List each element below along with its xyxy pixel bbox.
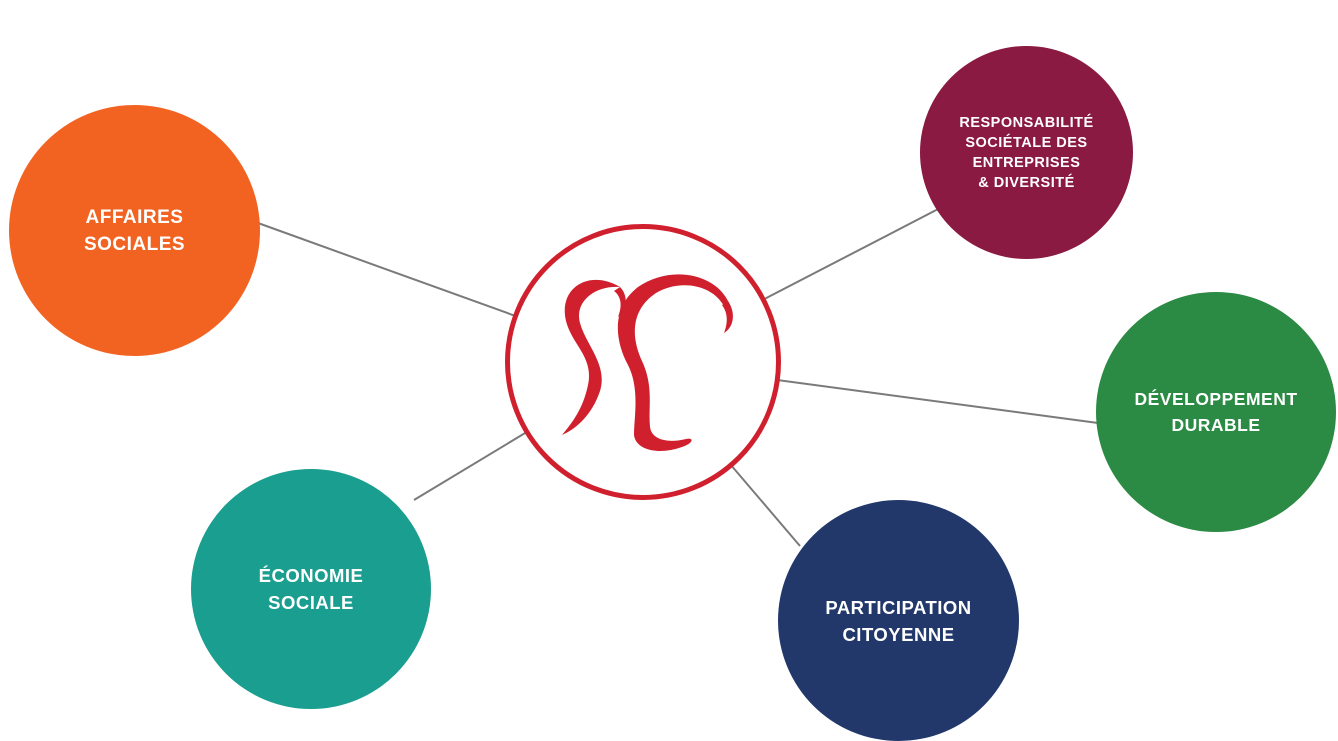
node-participation-citoyenne[interactable]: PARTICIPATION CITOYENNE	[778, 500, 1019, 741]
node-label: RESPONSABILITÉ SOCIÉTALE DES ENTREPRISES…	[959, 114, 1094, 191]
central-hub[interactable]	[505, 224, 781, 500]
node-label: PARTICIPATION CITOYENNE	[825, 596, 972, 645]
logo-left-stroke	[562, 279, 620, 435]
node-label: DÉVELOPPEMENT DURABLE	[1134, 389, 1298, 435]
ss-monogram-logo-icon	[562, 274, 733, 451]
node-label: AFFAIRES SOCIALES	[83, 206, 186, 255]
node-affaires-sociales[interactable]: AFFAIRES SOCIALES	[9, 105, 260, 356]
logo-right-hook	[722, 301, 733, 333]
node-label: ÉCONOMIE SOCIALE	[258, 565, 364, 613]
node-developpement-durable[interactable]: DÉVELOPPEMENT DURABLE	[1096, 292, 1336, 532]
node-rse-diversite[interactable]: RESPONSABILITÉ SOCIÉTALE DES ENTREPRISES…	[920, 46, 1133, 259]
logo-right-stroke	[617, 274, 730, 451]
node-economie-sociale[interactable]: ÉCONOMIE SOCIALE	[191, 469, 431, 709]
